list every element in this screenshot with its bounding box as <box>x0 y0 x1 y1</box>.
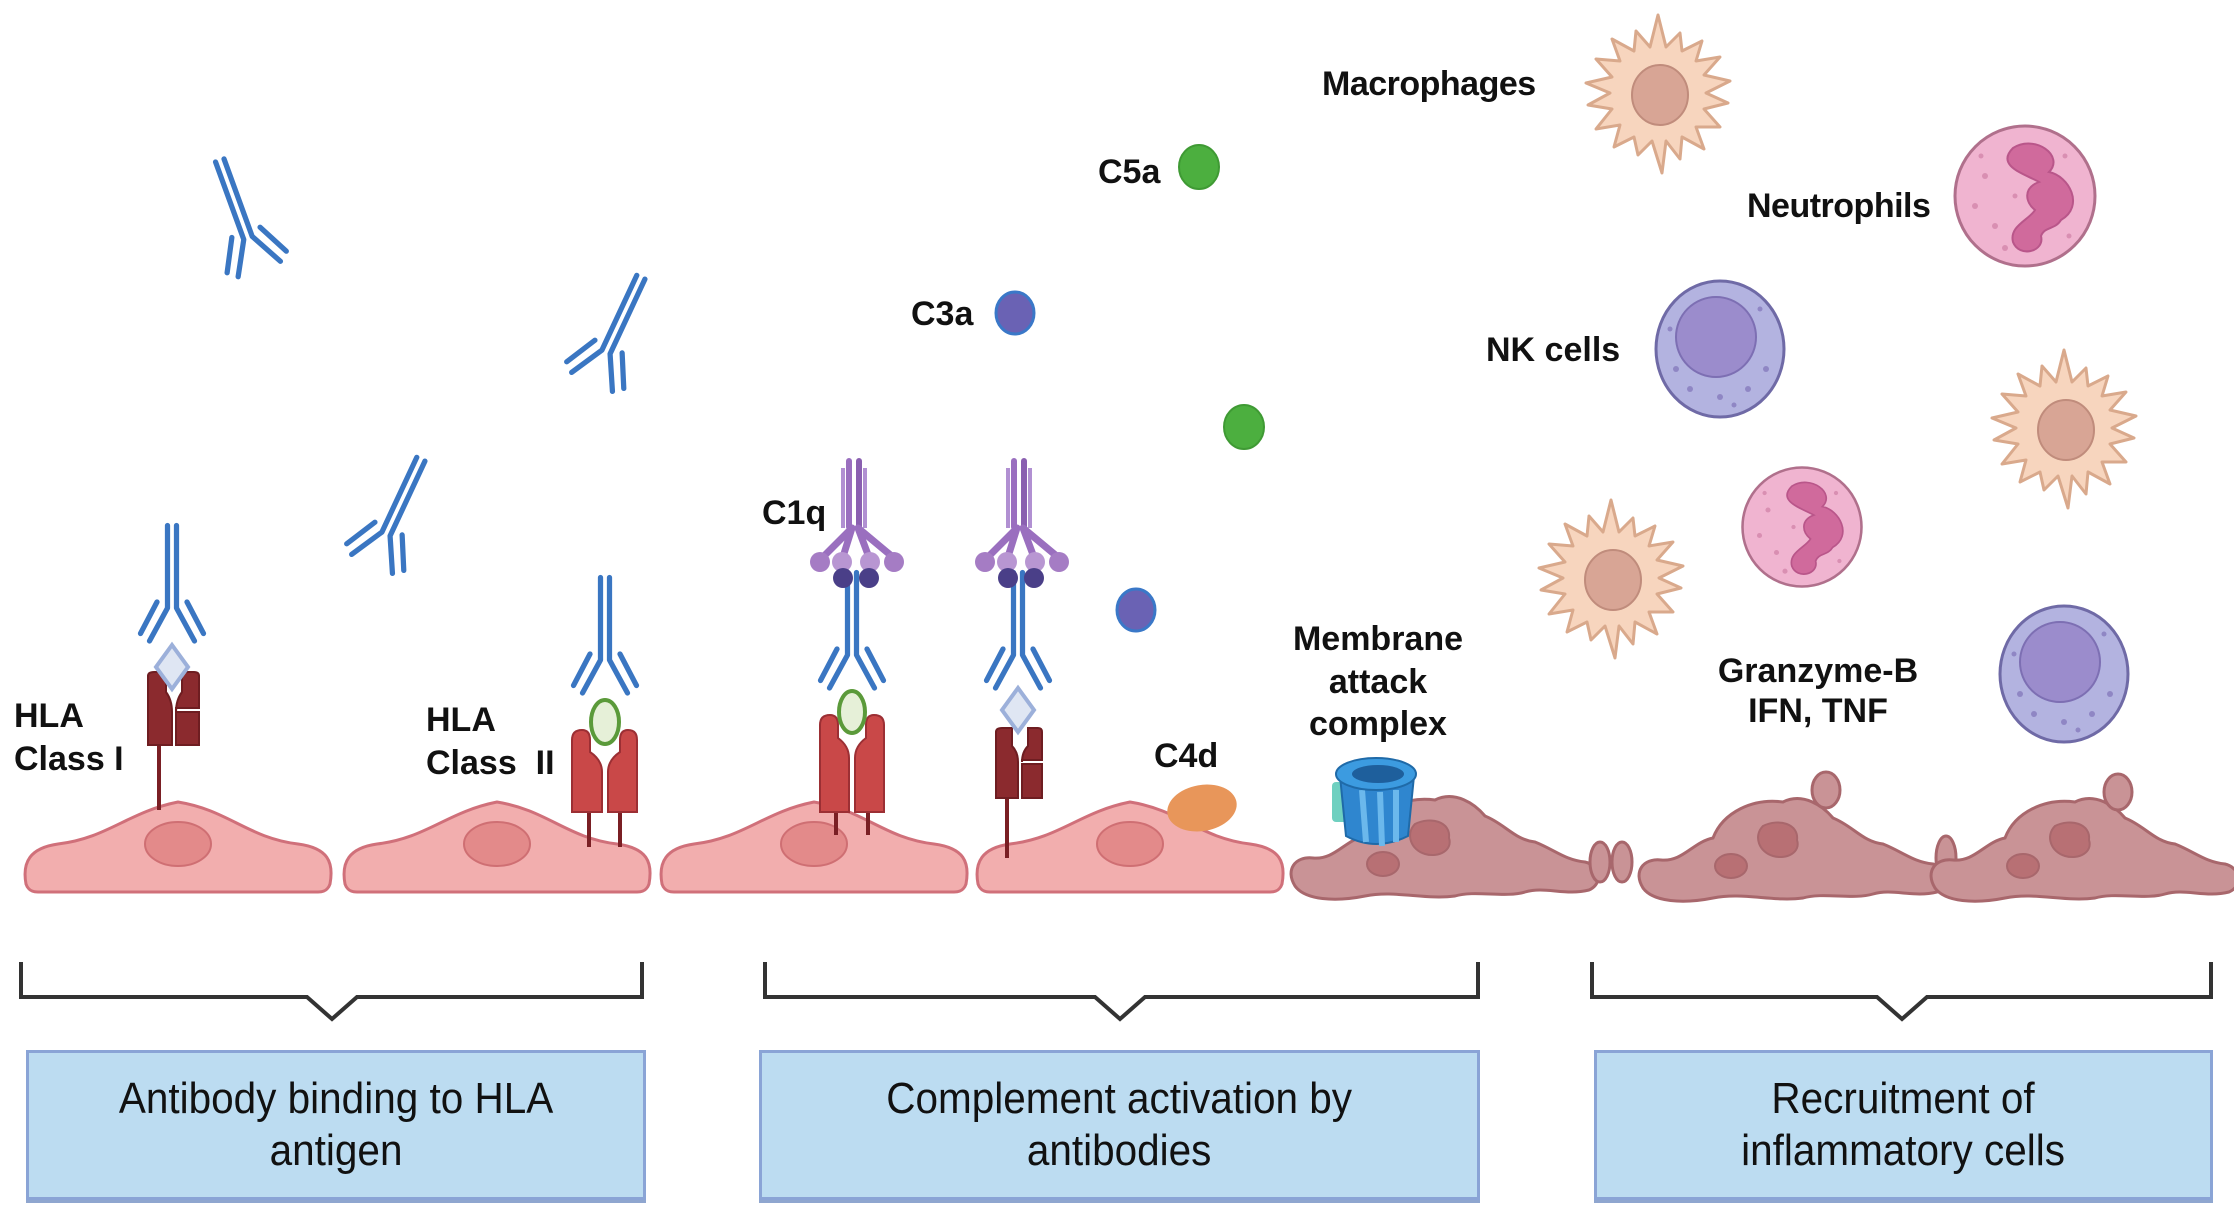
damaged-cell <box>1929 797 2234 903</box>
endothelial-cell <box>659 800 969 894</box>
stage-box-text-line1: Complement activation by <box>886 1074 1353 1123</box>
mac-label-line3: complex <box>1309 705 1447 743</box>
hla-antigen-diamond <box>153 641 191 693</box>
free-antibody <box>564 264 670 395</box>
stage-box-text-line1: Recruitment of <box>1771 1074 2036 1123</box>
membrane-attack-complex <box>1332 757 1417 847</box>
hla-class-i-molecule <box>147 671 200 810</box>
bound-antibody <box>141 526 204 642</box>
nk-cell <box>1654 279 1786 419</box>
bound-antibody <box>821 573 884 689</box>
macrophage-cell <box>1990 348 2138 510</box>
mac-label-line2: attack <box>1329 663 1427 701</box>
damaged-cell <box>1637 797 1948 903</box>
free-antibody <box>190 150 289 280</box>
nk-cells-label: NK cells <box>1486 331 1620 369</box>
stage-box-complement-activation: Complement activation by antibodies <box>759 1050 1480 1200</box>
hla-class-i-label-line1: HLA <box>14 697 84 735</box>
stage-box-text-line2: antigen <box>269 1126 403 1175</box>
stage-box-inflammatory-recruitment: Recruitment of inflammatory cells <box>1594 1050 2213 1200</box>
stage-box-antibody-binding: Antibody binding to HLA antigen <box>26 1050 646 1200</box>
cell-fragment <box>2102 772 2134 812</box>
neutrophil-cell <box>1741 466 1863 588</box>
c3a-label: C3a <box>911 295 974 333</box>
cytokines-label-line1: Granzyme-B <box>1718 652 1918 690</box>
bound-antibody <box>574 578 637 694</box>
stage-box-text-line1: Antibody binding to HLA <box>118 1074 554 1123</box>
c3a-dot <box>994 290 1036 336</box>
c5a-dot <box>1223 404 1265 450</box>
c3a-dot <box>1115 587 1157 633</box>
neutrophils-label: Neutrophils <box>1747 187 1930 225</box>
macrophage-cell <box>1537 498 1685 660</box>
c5a-label: C5a <box>1098 153 1161 191</box>
hla-class-ii-label-line1: HLA <box>426 701 496 739</box>
hla-antigen-oval <box>837 689 867 735</box>
mac-label-line1: Membrane <box>1293 620 1463 658</box>
hla-class-ii-label-line2: Class II <box>426 744 555 782</box>
hla-class-i-label-line2: Class I <box>14 740 124 778</box>
hla-class-ii-molecule <box>571 728 638 847</box>
hla-class-i-molecule <box>995 727 1043 858</box>
c1q-complex <box>975 458 1069 588</box>
cell-fragment <box>1588 840 1634 884</box>
neutrophil-cell <box>1953 124 2097 268</box>
stage-bracket <box>763 962 1480 1022</box>
stage-bracket <box>19 962 644 1022</box>
bound-antibody <box>987 573 1050 689</box>
hla-antigen-diamond <box>999 684 1037 736</box>
nk-cell <box>1998 604 2130 744</box>
macrophage-cell <box>1584 13 1732 175</box>
hla-antigen-oval <box>589 698 621 746</box>
stage-box-text-line2: inflammatory cells <box>1741 1126 2066 1175</box>
c4d-label: C4d <box>1154 737 1218 775</box>
endothelial-cell <box>342 800 652 894</box>
macrophages-label: Macrophages <box>1322 65 1536 103</box>
cytokines-label-line2: IFN, TNF <box>1748 692 1888 730</box>
c5a-dot <box>1178 144 1220 190</box>
stage-bracket <box>1590 962 2213 1022</box>
hla-class-ii-molecule <box>819 713 885 835</box>
endothelial-cell <box>975 800 1285 894</box>
c1q-complex <box>810 458 904 588</box>
free-antibody <box>344 446 450 577</box>
endothelial-cell <box>23 800 333 894</box>
c1q-label: C1q <box>762 494 826 532</box>
c4d-deposit <box>1167 784 1237 832</box>
stage-box-text-line2: antibodies <box>1027 1126 1212 1175</box>
